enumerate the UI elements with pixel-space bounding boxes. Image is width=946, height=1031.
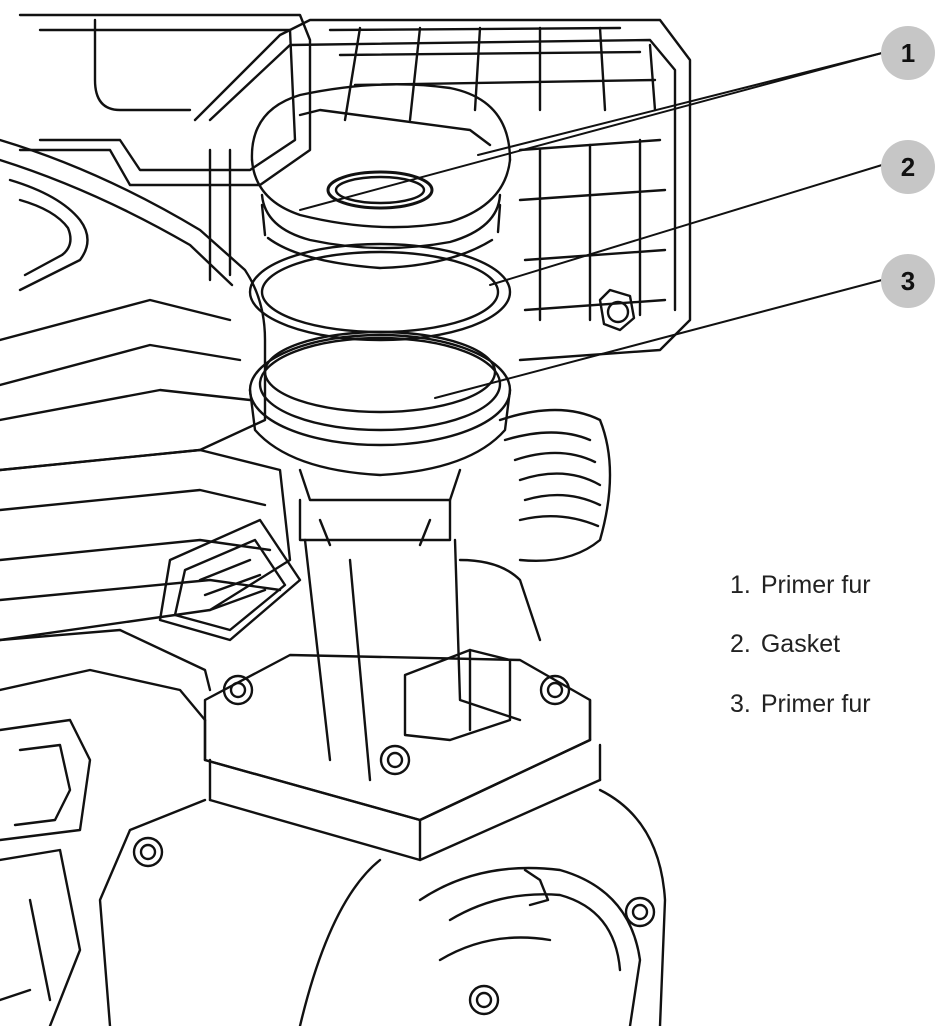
outlet-pipe-drawing: [498, 408, 612, 562]
callout-number: 3: [901, 266, 915, 296]
air-filter-cage-drawing: [193, 18, 692, 362]
legend-number: 2.: [730, 630, 751, 658]
legend-label: Primer fur: [760, 571, 871, 599]
pump-volute-drawing: [98, 788, 667, 1028]
engine-housing-drawing: [0, 13, 312, 1028]
legend-item-1: 1. Primer fur: [730, 571, 871, 600]
legend-item-2: 2. Gasket: [730, 630, 840, 659]
legend-item-3: 3. Primer fur: [730, 690, 871, 719]
legend-label: Primer fur: [760, 690, 871, 718]
legend-number: 1.: [730, 571, 751, 599]
callout-number: 1: [901, 38, 915, 68]
callout-2: 2: [881, 140, 935, 194]
legend-label: Gasket: [760, 630, 841, 658]
drive-gear-drawing: [158, 518, 302, 642]
primer-funnel-cap-drawing: [250, 83, 512, 270]
callout-3: 3: [881, 254, 935, 308]
callout-1: 1: [881, 26, 935, 80]
flange-plate-drawing: [132, 653, 602, 868]
legend-number: 3.: [730, 690, 751, 718]
vertical-pipe-drawing: [303, 538, 542, 782]
gasket-drawing: [248, 242, 512, 342]
primer-funnel-drawing: [248, 330, 512, 547]
leader-lines: [299, 52, 883, 399]
callout-number: 2: [901, 152, 915, 182]
